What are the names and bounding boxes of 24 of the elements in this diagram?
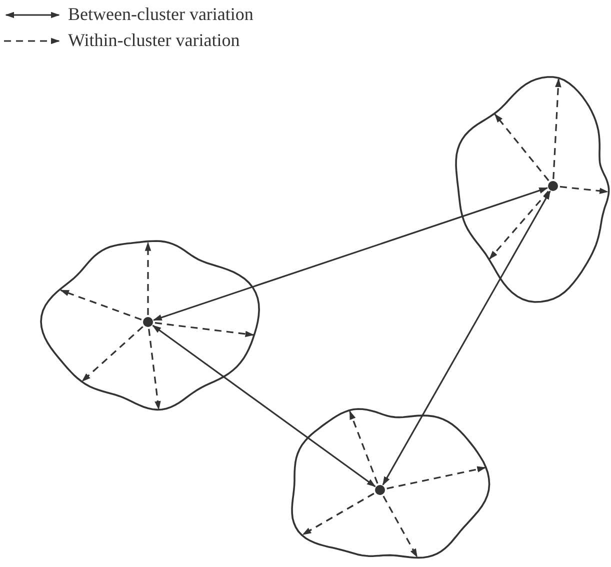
dashed-arrow: [154, 322, 254, 338]
dashed-arrow: [552, 78, 562, 180]
dashed-arrow: [60, 290, 142, 320]
dashed-arrow: [560, 186, 608, 194]
dashed-arrow: [82, 326, 144, 382]
dashed-arrow: [144, 242, 152, 315]
dashed-arrow: [382, 496, 418, 558]
centroid-dot: [142, 316, 153, 327]
legend-text: Between-cluster variation: [68, 4, 254, 25]
dashed-arrow: [349, 410, 378, 484]
dashed-arrow: [302, 492, 374, 536]
double-arrow: [152, 324, 376, 488]
centroid-dot: [548, 180, 558, 191]
cluster-outline: [456, 77, 609, 302]
double-arrow: [382, 190, 551, 486]
dashed-arrow: [386, 466, 486, 490]
dashed-arrow: [148, 328, 161, 410]
cluster-outline: [292, 409, 490, 558]
centroid-dot: [374, 484, 385, 495]
dashed-arrow: [489, 190, 550, 260]
double-arrow: [152, 187, 548, 321]
legend-text: Within-cluster variation: [68, 30, 240, 51]
dashed-arrow: [494, 114, 550, 182]
cluster-outline: [41, 241, 260, 410]
